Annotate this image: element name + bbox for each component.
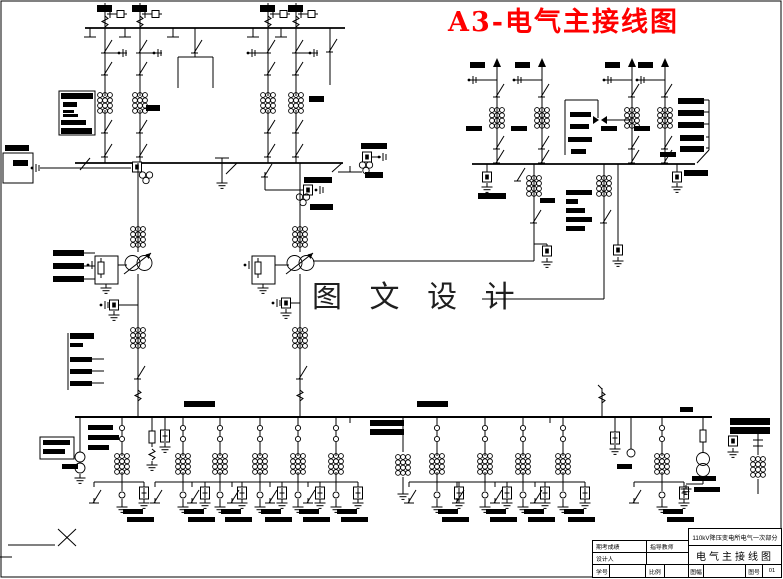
number-label: 图号 xyxy=(746,565,763,577)
teacher-field-label: 指导教师 xyxy=(650,545,674,551)
scale-label: 比例 xyxy=(646,565,665,577)
sheet-value xyxy=(704,565,746,577)
title-block-row1: 期考成绩 指导教师 xyxy=(593,541,688,553)
designer-field-label: 设计人 xyxy=(593,553,647,564)
student-no-label: 学号 xyxy=(593,565,610,577)
drawing-title: A3-电气主接线图 xyxy=(448,7,679,38)
hv-110kv-section xyxy=(2,3,387,210)
section-connectors xyxy=(313,164,624,300)
lv-distribution-section xyxy=(39,384,770,522)
main-transformer-section xyxy=(53,163,315,417)
project-title: 110kV降压变电所电气一次部分 xyxy=(689,529,781,546)
watermark-text: 图 文 设 计 xyxy=(312,280,524,315)
designer-field-value xyxy=(647,553,688,564)
drawing-name: 电气主接线图 xyxy=(689,546,781,565)
title-block-right-pane: 110kV降压变电所电气一次部分 电气主接线图 图幅 图号 01 xyxy=(688,528,782,578)
number-value: 01 xyxy=(768,568,776,574)
student-no-value xyxy=(610,565,646,577)
grade-field-label: 期考成绩 xyxy=(593,541,647,552)
scale-value xyxy=(665,565,688,577)
title-block-left-pane: 期考成绩 指导教师 设计人 学号 比例 xyxy=(592,540,688,578)
title-block-row3: 学号 比例 xyxy=(593,565,688,577)
sheet-label: 图幅 xyxy=(689,565,704,577)
title-block-row2: 设计人 xyxy=(593,553,688,565)
title-block: 期考成绩 指导教师 设计人 学号 比例 110kV降压变电所电气一次部分 电气主… xyxy=(592,528,782,578)
cad-cursor xyxy=(0,528,77,558)
mv-section xyxy=(466,58,710,231)
title-block-bottom-row: 图幅 图号 01 xyxy=(689,565,781,577)
